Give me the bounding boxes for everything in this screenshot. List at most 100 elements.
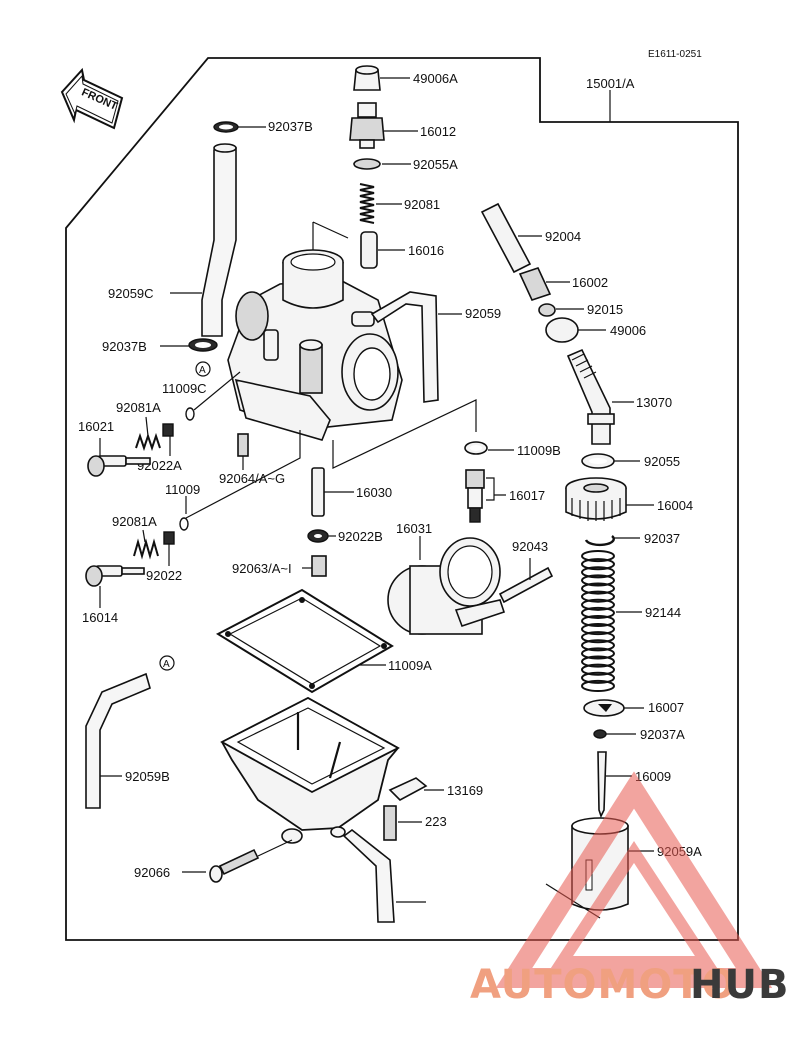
label-16002: 16002 bbox=[572, 275, 608, 290]
label-49006a: 49006A bbox=[413, 71, 458, 86]
plunger-16016 bbox=[360, 231, 378, 269]
boot-49006 bbox=[545, 317, 579, 343]
assembly-outline bbox=[65, 57, 739, 941]
label-16014: 16014 bbox=[82, 610, 118, 625]
spring-coil bbox=[581, 647, 615, 660]
label-92081: 92081 bbox=[404, 197, 440, 212]
label-92043: 92043 bbox=[512, 539, 548, 554]
elbow-13070 bbox=[566, 348, 615, 445]
spring-coil bbox=[581, 663, 615, 676]
spring-coil bbox=[581, 639, 615, 652]
float-16031 bbox=[387, 537, 506, 635]
spring-coil bbox=[581, 606, 615, 619]
hose-92059a bbox=[342, 828, 395, 923]
label-92004: 92004 bbox=[545, 229, 581, 244]
diagram-reference-code: E1611-0251 bbox=[648, 49, 702, 60]
screw-16021 bbox=[87, 455, 151, 477]
label-92066: 92066 bbox=[134, 865, 170, 880]
label-92055: 11009 bbox=[165, 482, 200, 497]
ref-circle-a-upper bbox=[195, 361, 211, 377]
needle-jet-16017 bbox=[311, 467, 325, 517]
watermark-logo: AUTOMOTO HUB bbox=[470, 771, 789, 1008]
spring-92081a-lower bbox=[133, 538, 159, 560]
spring-coil bbox=[581, 566, 615, 579]
ref-circle-a-lower bbox=[159, 655, 175, 671]
label-92059b: 92059B bbox=[125, 769, 170, 784]
hose-92059b bbox=[85, 672, 151, 809]
screw-16014 bbox=[85, 565, 145, 587]
label-92059c: 92059C bbox=[108, 286, 154, 301]
spring-coil bbox=[581, 558, 615, 571]
label-92081a-upper: 92081A bbox=[116, 400, 161, 415]
label-16012: 16012 bbox=[420, 124, 456, 139]
front-direction-arrow: FRONT bbox=[60, 67, 124, 130]
screw-223 bbox=[383, 805, 397, 841]
label-92055a: 92055A bbox=[413, 157, 458, 172]
spring-coil bbox=[581, 631, 615, 644]
nut-16002 bbox=[518, 267, 552, 301]
hose-92059c bbox=[201, 147, 237, 337]
oring-92022 bbox=[163, 531, 175, 545]
label-16021: 16021 bbox=[78, 419, 114, 434]
washer-92055 bbox=[179, 517, 189, 531]
spring-coil bbox=[581, 550, 615, 563]
pin-92043 bbox=[498, 566, 554, 604]
spring-coil bbox=[581, 623, 615, 636]
spring-coil bbox=[581, 582, 615, 595]
label-92144: 92144 bbox=[645, 605, 681, 620]
spring-coil bbox=[581, 655, 615, 668]
retainer-16007 bbox=[583, 699, 625, 717]
spring-coil bbox=[581, 574, 615, 587]
carburetor-body bbox=[227, 221, 403, 441]
label-15001a: 15001/A bbox=[586, 76, 635, 91]
label-92037: 92037 bbox=[644, 531, 680, 546]
label-49006: 49006 bbox=[610, 323, 646, 338]
spring-92144 bbox=[581, 550, 615, 692]
label-11009c: 11009C bbox=[162, 381, 207, 396]
float-bowl bbox=[220, 696, 400, 844]
label-13169: 13169 bbox=[447, 783, 483, 798]
spring-coil bbox=[581, 679, 615, 692]
pilot-jet-92063 bbox=[311, 555, 327, 577]
label-16031: 16031 bbox=[396, 521, 432, 536]
label-11009a: 11009A bbox=[388, 658, 432, 673]
clip-92037a bbox=[593, 729, 607, 739]
spring-92081 bbox=[359, 183, 375, 224]
gasket-11009c bbox=[185, 407, 195, 421]
spring-coil bbox=[581, 598, 615, 611]
watermark-text-hub: HUB bbox=[690, 962, 789, 1008]
label-92081a-lower: 92081A bbox=[112, 514, 157, 529]
label-16017: 16030 bbox=[356, 485, 392, 500]
spring-92081a-upper bbox=[135, 432, 161, 452]
needle-16009 bbox=[597, 751, 607, 819]
watermark-text-automoto: AUTOMOTO bbox=[470, 962, 737, 1008]
cap-49006a bbox=[353, 65, 381, 91]
spring-coil bbox=[581, 671, 615, 684]
float-valve-16030 bbox=[465, 469, 485, 523]
jet-92064 bbox=[237, 433, 249, 457]
label-16016: 16016 bbox=[408, 243, 444, 258]
label-92022b: 92022B bbox=[338, 529, 383, 544]
cap-92004 bbox=[480, 202, 532, 274]
top-cap-16004 bbox=[565, 477, 627, 521]
label-92022: 92022 bbox=[146, 568, 182, 583]
gasket-11009a bbox=[215, 588, 394, 694]
label-11009: 92055 bbox=[644, 454, 680, 469]
label-92015: 92015 bbox=[587, 302, 623, 317]
label-16004: 16004 bbox=[657, 498, 693, 513]
label-92037b-mid: 92037B bbox=[102, 339, 147, 354]
spring-coil bbox=[581, 614, 615, 628]
spring-coil bbox=[581, 590, 615, 603]
label-16009: 16009 bbox=[635, 769, 671, 784]
label-13070: 13070 bbox=[636, 395, 672, 410]
adjuster-16012 bbox=[349, 102, 385, 149]
label-11009b: 11009B bbox=[517, 443, 561, 458]
label-92037a: 92037A bbox=[640, 727, 685, 742]
drain-screw-92066 bbox=[209, 848, 260, 883]
label-16030: 16017 bbox=[509, 488, 545, 503]
washer-92055a bbox=[353, 158, 381, 170]
bracket-13169 bbox=[388, 777, 428, 801]
label-223: 223 bbox=[425, 814, 447, 829]
clip-92037 bbox=[584, 535, 615, 547]
